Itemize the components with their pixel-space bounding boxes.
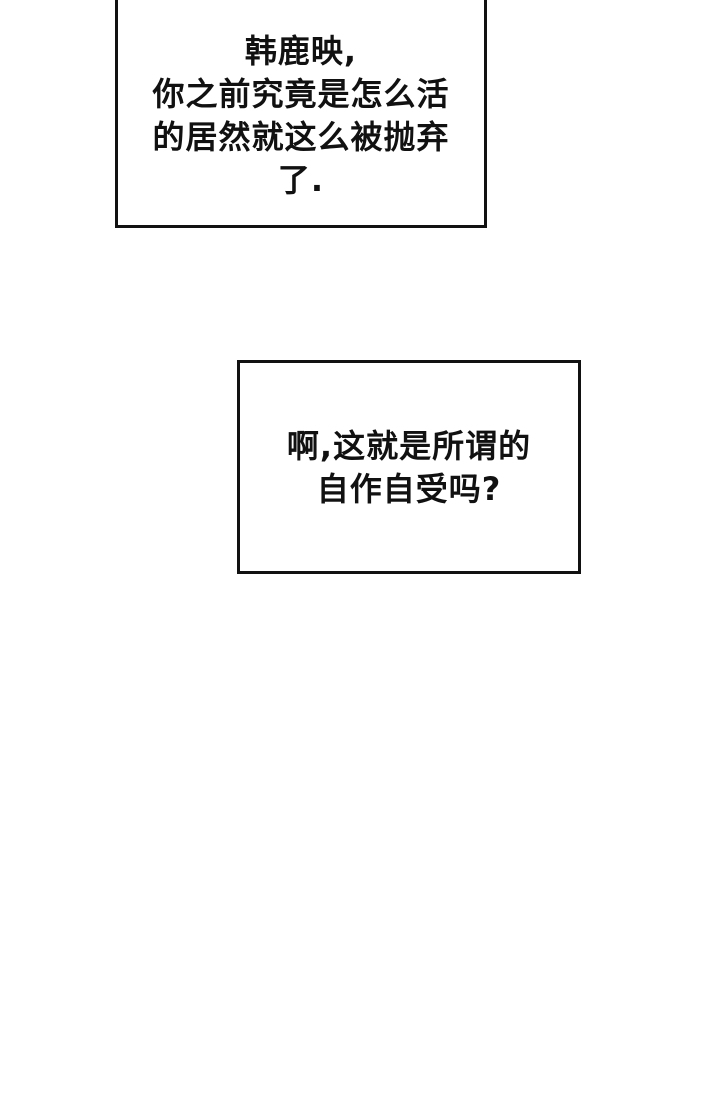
narration-line: 自作自受吗? [316,470,502,508]
narration-box-bottom: 啊,这就是所谓的 自作自受吗? [237,360,581,574]
narration-text-top: 韩鹿映, 你之前究竟是怎么活 的居然就这么被抛弃 了. [118,30,484,202]
narration-box-top: 韩鹿映, 你之前究竟是怎么活 的居然就这么被抛弃 了. [115,0,487,228]
narration-line: 韩鹿映, [244,32,358,70]
narration-text-bottom: 啊,这就是所谓的 自作自受吗? [240,425,578,511]
narration-line: 了. [277,161,325,199]
narration-line: 的居然就这么被抛弃 [152,118,450,156]
narration-line: 你之前究竟是怎么活 [152,75,450,113]
narration-line: 啊,这就是所谓的 [286,427,532,465]
